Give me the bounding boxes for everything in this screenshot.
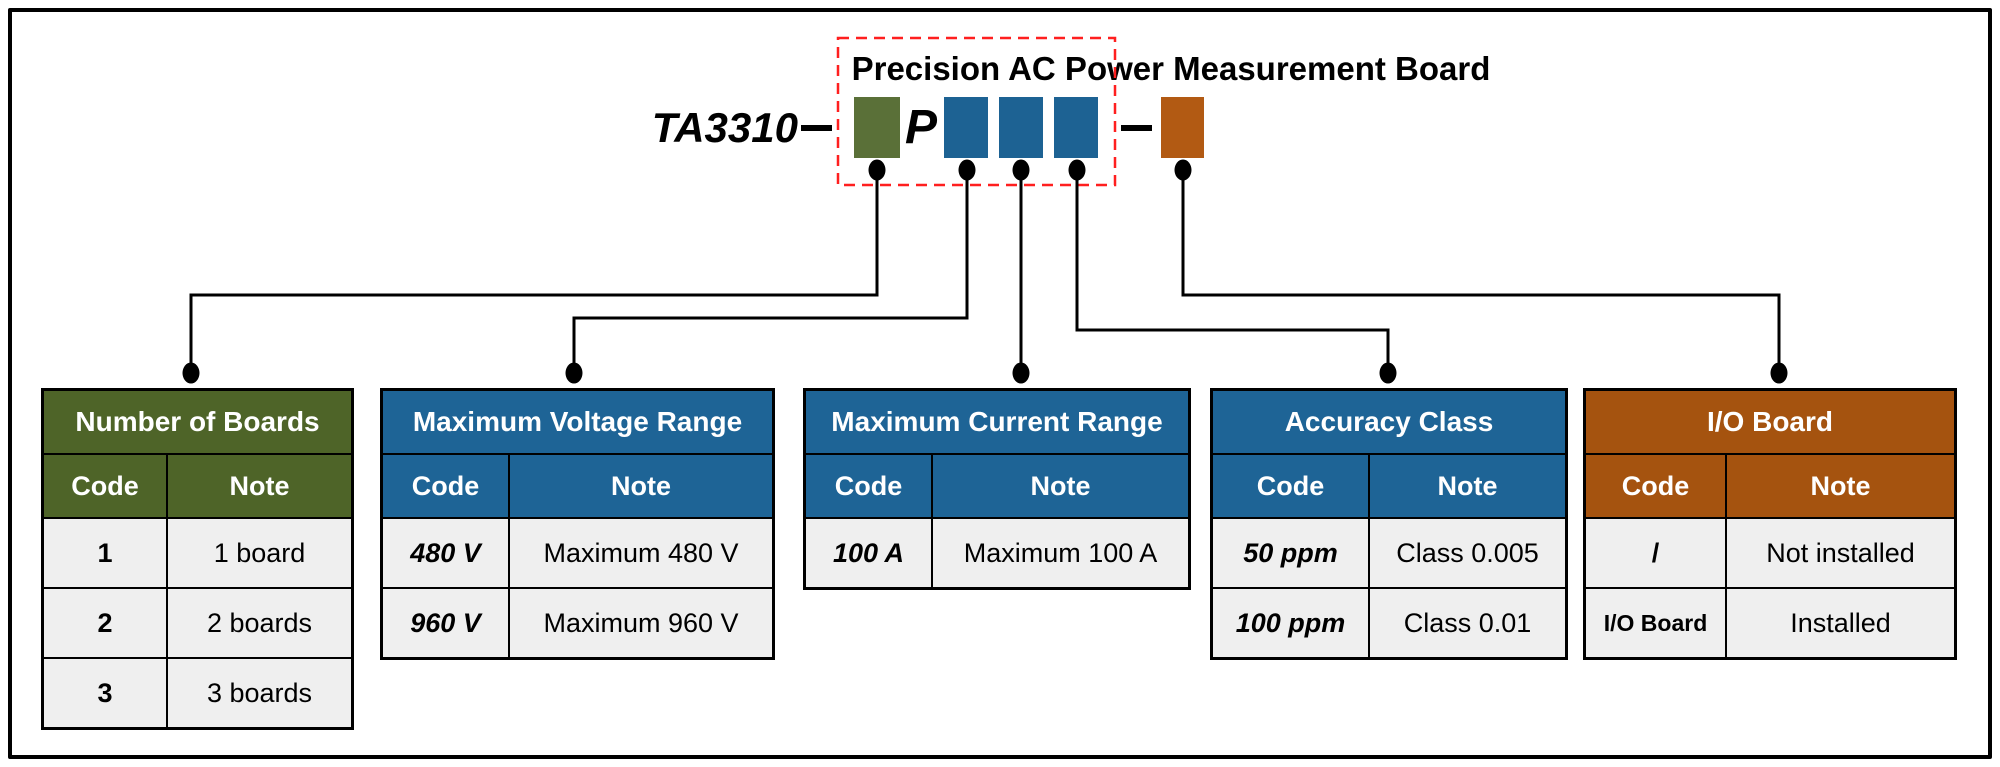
table-row: 50 ppm Class 0.005 [1213,517,1565,587]
code-cell: 2 [44,589,168,657]
table-title: I/O Board [1586,391,1954,453]
column-header-code: Code [1213,455,1370,517]
note-cell: Maximum 100 A [963,537,1158,568]
outer-border [8,8,1992,759]
table-title: Accuracy Class [1213,391,1565,453]
table-row: 1 1 board [44,517,351,587]
table-number-of-boards: Number of Boards Code Note 1 1 board 2 2… [41,388,354,730]
note-cell: Maximum 480 V [543,537,739,568]
table-header-row: Code Note [806,453,1188,517]
note-cell: 1 board [213,537,306,568]
note-cell: Not installed [1766,537,1915,568]
code-box-io [1161,97,1204,158]
model-prefix: TA3310 [651,104,798,151]
table-row: 960 V Maximum 960 V [383,587,772,657]
table-title: Maximum Current Range [806,391,1188,453]
code-letter-p: P [904,101,937,154]
diagram-title: Precision AC Power Measurement Board [851,50,1491,87]
column-header-code: Code [806,455,933,517]
column-header-note: Note [1030,470,1091,501]
table-header-row: Code Note [1586,453,1954,517]
code-cell: 3 [44,659,168,727]
table-row: 2 2 boards [44,587,351,657]
table-row: 480 V Maximum 480 V [383,517,772,587]
model-dash-right [1121,125,1152,131]
note-cell: 2 boards [206,607,313,638]
code-cell: 100 ppm [1213,589,1370,657]
code-box-current [999,97,1043,158]
code-box-boards [854,97,900,158]
code-cell: 50 ppm [1213,519,1370,587]
table-title: Number of Boards [44,391,351,453]
column-header-note: Note [229,470,290,501]
column-header-note: Note [1810,470,1871,501]
note-cell: 3 boards [206,677,313,708]
table-row: 100 ppm Class 0.01 [1213,587,1565,657]
column-header-code: Code [1586,455,1727,517]
column-header-code: Code [383,455,510,517]
code-cell: 960 V [383,589,510,657]
note-cell: Maximum 960 V [543,607,739,638]
table-maximum-current-range: Maximum Current Range Code Note 100 A Ma… [803,388,1191,590]
table-header-row: Code Note [44,453,351,517]
table-header-row: Code Note [383,453,772,517]
note-cell: Class 0.005 [1396,537,1539,568]
table-maximum-voltage-range: Maximum Voltage Range Code Note 480 V Ma… [380,388,775,660]
column-header-note: Note [611,470,671,501]
table-io-board: I/O Board Code Note / Not installed I/O … [1583,388,1957,660]
table-accuracy-class: Accuracy Class Code Note 50 ppm Class 0.… [1210,388,1568,660]
code-cell: / [1586,519,1727,587]
table-row: / Not installed [1586,517,1954,587]
table-row: 3 3 boards [44,657,351,727]
model-dash-left [801,125,832,131]
table-title: Maximum Voltage Range [383,391,772,453]
table-header-row: Code Note [1213,453,1565,517]
table-row: I/O Board Installed [1586,587,1954,657]
table-row: 100 A Maximum 100 A [806,517,1188,587]
note-cell: Installed [1790,607,1891,638]
column-header-code: Code [44,455,168,517]
code-box-voltage [944,97,988,158]
code-cell: 100 A [806,519,933,587]
code-cell: I/O Board [1586,589,1727,657]
code-cell: 1 [44,519,168,587]
code-cell: 480 V [383,519,510,587]
column-header-note: Note [1437,470,1498,501]
note-cell: Class 0.01 [1403,607,1532,638]
code-box-accuracy [1054,97,1098,158]
